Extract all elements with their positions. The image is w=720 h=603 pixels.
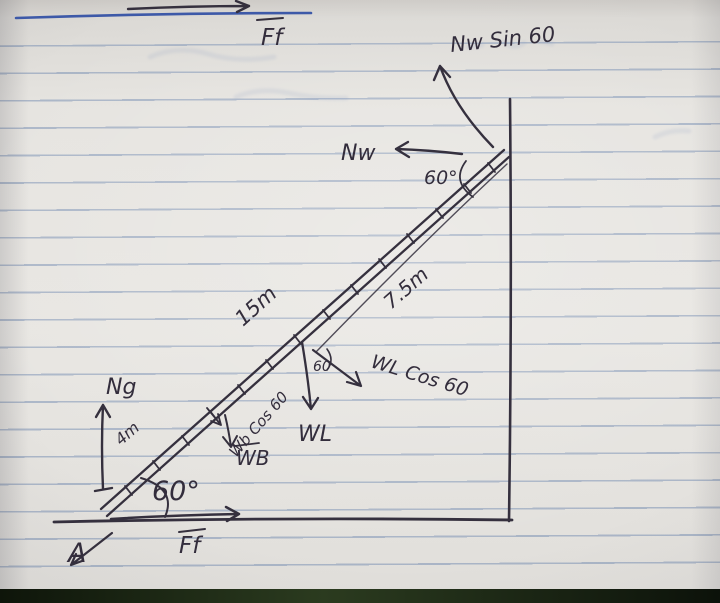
label-upper-length: 7.5m bbox=[379, 262, 433, 314]
mid-angle-arc bbox=[326, 348, 332, 371]
ground-line bbox=[52, 517, 514, 524]
label-nw-sin60: Nw Sin 60 bbox=[449, 22, 556, 57]
nw-sin60-arrow bbox=[432, 64, 495, 149]
label-nw: Nw bbox=[341, 141, 376, 166]
top-blue-underline bbox=[14, 11, 313, 20]
point-a-strike-arrow bbox=[69, 531, 114, 567]
label-wb: WB bbox=[236, 446, 270, 470]
ladder-rail-upper bbox=[99, 148, 506, 511]
label-ff-top: Ff bbox=[261, 25, 285, 51]
wb-cos60-arrow bbox=[206, 407, 222, 426]
wall-line bbox=[507, 97, 513, 523]
ff-top-overbar bbox=[256, 17, 284, 21]
label-point-a: A bbox=[66, 538, 86, 569]
ff-bottom-arrow bbox=[109, 505, 241, 523]
bottom-angle-arc bbox=[140, 477, 169, 518]
wb-overbar bbox=[234, 442, 260, 447]
label-ng: Ng bbox=[106, 375, 136, 400]
label-wl: WL bbox=[298, 422, 332, 447]
top-arrow bbox=[126, 0, 251, 14]
wl-cos60-arrow bbox=[311, 348, 363, 388]
top-angle-arc bbox=[459, 160, 474, 198]
ff-bottom-overbar bbox=[178, 528, 206, 533]
desk-edge-strip bbox=[0, 589, 720, 603]
wb-down-arrow bbox=[222, 414, 238, 448]
label-angle-top: 60° bbox=[424, 167, 458, 189]
measurement-line bbox=[315, 163, 508, 353]
label-ff-bottom: Ff bbox=[179, 533, 203, 559]
label-ladder-length: 15m bbox=[230, 281, 281, 330]
nw-arrow bbox=[394, 140, 464, 159]
label-lower-length: 4m bbox=[111, 418, 143, 449]
label-wl-cos60: WL Cos 60 bbox=[369, 351, 471, 401]
label-angle-mid: 60 bbox=[313, 359, 331, 375]
wl-down-arrow bbox=[300, 340, 320, 411]
ng-arrow bbox=[93, 403, 114, 493]
label-angle-bottom: 60° bbox=[152, 476, 200, 507]
ladder-rail-lower bbox=[105, 155, 511, 518]
bleed-through-marks bbox=[147, 38, 692, 140]
